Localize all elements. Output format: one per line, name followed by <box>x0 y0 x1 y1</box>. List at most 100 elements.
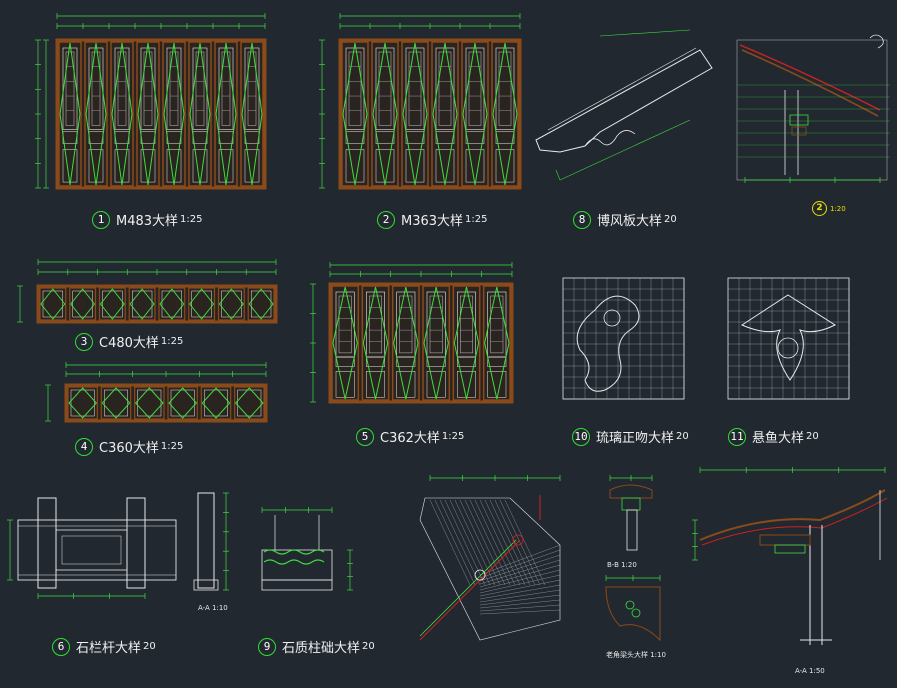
middle-panel <box>345 131 365 144</box>
title-shilangan: 6 石栏杆大样 20 <box>52 637 156 656</box>
lattice-panel-inner <box>91 51 101 126</box>
drawing-number: 10 <box>572 427 590 446</box>
leader <box>599 29 691 37</box>
balustrade-panel <box>55 529 128 571</box>
door-leaf <box>431 41 459 187</box>
drawing-number: 2 <box>377 210 395 229</box>
opening-diamond <box>101 387 131 419</box>
rafter-line <box>479 584 561 600</box>
title-xuanyu: 11 悬鱼大样 20 <box>728 427 819 446</box>
roof-plan-outline <box>419 497 561 641</box>
middle-panel <box>335 356 355 367</box>
title-m483: 1 M483大样 1:25 <box>92 210 203 229</box>
rafter-line <box>479 579 561 597</box>
joint-marker <box>474 569 486 581</box>
rafter-line <box>484 499 526 586</box>
opening-diamond <box>215 42 237 186</box>
opening-diamond <box>85 42 107 186</box>
rafter-line <box>479 544 561 576</box>
rafter-line <box>479 609 561 615</box>
window-lattice <box>191 290 212 318</box>
drawing-scale: 20 <box>664 214 677 225</box>
lattice-panel <box>166 47 182 130</box>
eave-line <box>699 489 886 541</box>
lattice-panel <box>457 291 476 358</box>
opening-diamond <box>393 286 419 400</box>
door-leaf <box>110 41 134 187</box>
lattice-panel-inner <box>369 295 382 354</box>
lattice-panel-inner <box>117 51 127 126</box>
opening-diamond <box>168 387 198 419</box>
middle-panel <box>487 356 507 367</box>
rafter-line <box>479 569 561 591</box>
drawing-scale: 1:25 <box>465 214 488 225</box>
door-leaf <box>361 285 390 401</box>
joint-marker <box>512 534 524 546</box>
opening-diamond <box>70 288 96 320</box>
lattice-panel-inner <box>143 51 153 126</box>
opening-diamond <box>484 286 510 400</box>
window-lattice <box>221 290 242 318</box>
door-m363 <box>338 38 522 190</box>
window-leaf <box>39 287 67 321</box>
opening-diamond <box>423 286 449 400</box>
roof-curve <box>739 44 881 111</box>
lattice-panel <box>426 291 446 358</box>
rafter-line <box>454 499 496 586</box>
window-lattice <box>170 389 195 417</box>
door-leaf <box>491 41 519 187</box>
window-c362 <box>328 282 514 404</box>
window-lattice <box>132 290 153 318</box>
drawing-title: 悬鱼大样 <box>752 431 805 446</box>
middle-panel <box>457 356 476 367</box>
opening-diamond <box>342 42 368 186</box>
opening-diamond <box>111 42 133 186</box>
drawing-number: 11 <box>728 427 746 446</box>
opening-diamond <box>134 387 164 419</box>
window-leaf <box>247 287 275 321</box>
eave-edge <box>701 497 888 546</box>
lattice-panel <box>218 47 234 130</box>
door-leaf <box>214 41 238 187</box>
rafter-line <box>479 574 561 594</box>
lattice-panel <box>495 47 515 130</box>
bb-beam <box>621 497 641 511</box>
xuanyu-figure <box>740 294 837 381</box>
opening-diamond <box>40 288 66 320</box>
lattice-panel <box>396 291 416 358</box>
drawing-scale: 1:25 <box>160 336 184 347</box>
lattice-panel <box>435 47 455 130</box>
bracket-beam <box>759 534 811 546</box>
middle-panel <box>426 356 446 367</box>
opening-diamond <box>99 288 125 320</box>
rafter-line <box>434 499 476 586</box>
window-leaf <box>69 287 97 321</box>
middle-panel <box>405 131 425 144</box>
window-lattice <box>251 290 272 318</box>
title-c362: 5 C362大样 1:25 <box>356 427 464 446</box>
bb-column <box>626 509 638 551</box>
lattice-panel-inner <box>408 51 422 126</box>
lattice-panel-inner <box>221 51 231 126</box>
reference-scale: 1:20 <box>830 204 846 213</box>
window-lattice <box>161 290 182 318</box>
window-leaf <box>128 287 156 321</box>
bofeng-board <box>535 49 713 153</box>
lattice-panel <box>345 47 365 130</box>
zhengwen-eye <box>603 309 621 327</box>
drawing-number: 4 <box>75 437 93 456</box>
middle-panel <box>435 131 455 144</box>
window-leaf <box>158 287 186 321</box>
zhengwen-grid <box>562 277 685 400</box>
lattice-panel <box>62 47 78 130</box>
drawing-title: M483大样 <box>116 214 179 229</box>
drawing-scale: 20 <box>806 431 819 442</box>
rafter-line <box>479 604 561 612</box>
rafter-line <box>489 499 531 586</box>
door-leaf <box>58 41 82 187</box>
opening-diamond <box>68 387 98 419</box>
caption-aa-small: A-A 1:10 <box>198 604 228 612</box>
plinth-carving <box>263 559 325 565</box>
balustrade-panel-inner <box>61 535 122 565</box>
